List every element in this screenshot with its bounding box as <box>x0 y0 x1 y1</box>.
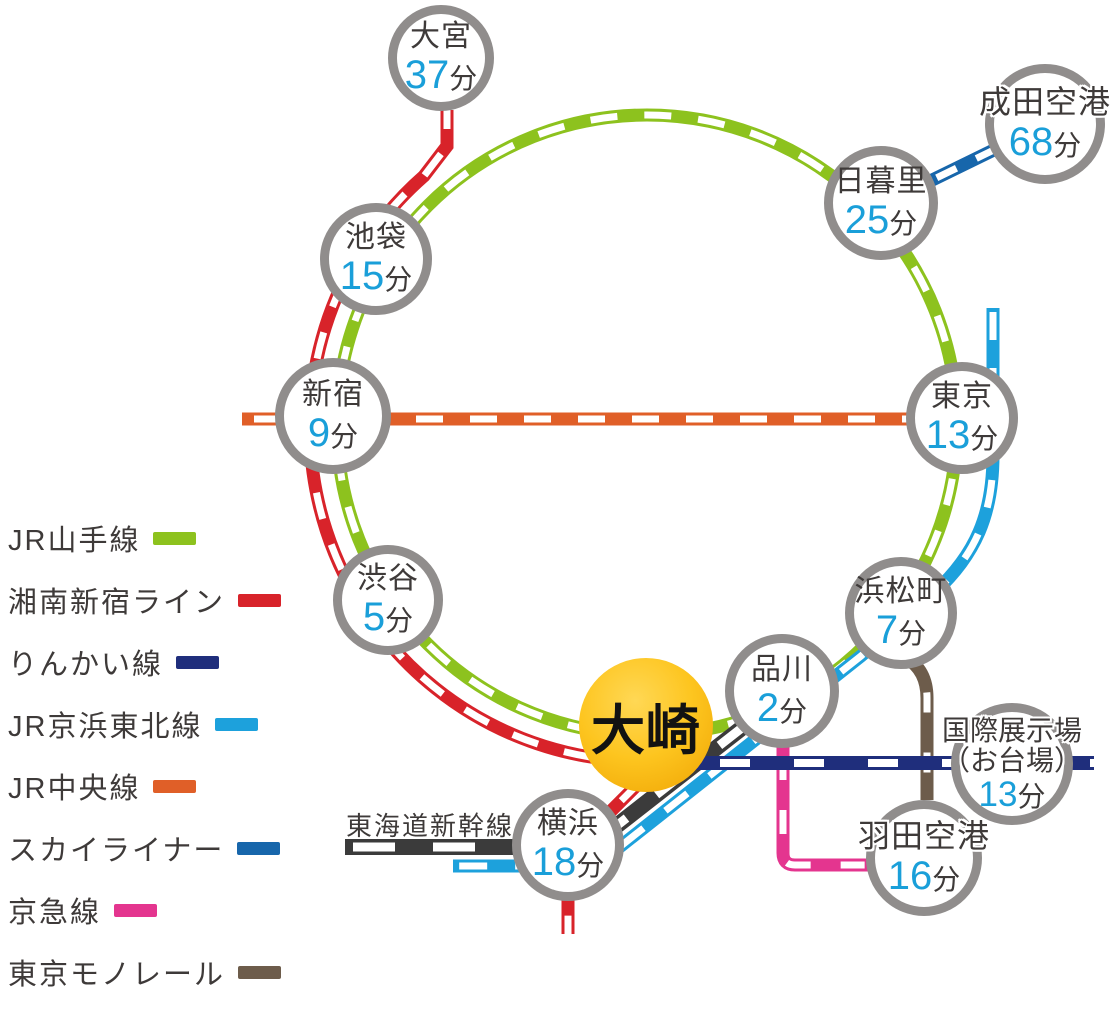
legend-label: スカイライナー <box>8 835 225 867</box>
tokyo-monorail-line <box>902 652 934 800</box>
legend-swatch-yamanote <box>153 531 197 545</box>
legend-label: 湘南新宿ライン <box>8 587 226 619</box>
station-name: 渋谷 <box>357 562 419 596</box>
legend-swatch-keihin-tohoku <box>215 717 259 731</box>
legend-swatch-monorail <box>238 965 282 979</box>
station-name: 新宿 <box>302 378 364 412</box>
legend-row-rinkai: りんかい線 <box>8 646 281 681</box>
legend-row-chuo: JR中央線 <box>8 770 281 805</box>
station-name-line2: （お台場） <box>942 744 1083 776</box>
legend-label: JR山手線 <box>8 525 141 557</box>
legend-row-monorail: 東京モノレール <box>8 956 282 991</box>
legend-label: 京急線 <box>8 897 102 929</box>
shinkansen-label: 東海道新幹線 <box>346 811 515 841</box>
station-name: 羽田空港 <box>858 818 991 855</box>
legend-label: 東京モノレール <box>8 959 226 991</box>
legend-row-keikyu: 京急線 <box>8 894 281 929</box>
station-name: 東京 <box>931 380 993 414</box>
legend: JR山手線 湘南新宿ライン りんかい線 JR京浜東北線 JR中央線 スカイライナ… <box>8 522 282 1018</box>
legend-row-yamanote: JR山手線 <box>8 522 281 557</box>
legend-swatch-shonan-shinjuku <box>238 593 282 607</box>
station-name: 池袋 <box>345 221 407 255</box>
legend-row-shonan-shinjuku: 湘南新宿ライン <box>8 584 282 619</box>
station-name: 日暮里 <box>834 165 928 199</box>
station-name: 横浜 <box>537 807 599 841</box>
station-name: 浜松町 <box>854 575 948 609</box>
station-name: 品川 <box>751 653 813 687</box>
keikyu-line <box>776 742 870 872</box>
legend-label: JR中央線 <box>8 773 141 805</box>
station-name: 国際展示場 <box>942 715 1083 747</box>
legend-swatch-chuo <box>153 779 197 793</box>
legend-swatch-rinkai <box>176 655 220 669</box>
legend-row-skyliner: スカイライナー <box>8 832 281 867</box>
station-name: 大宮 <box>410 20 472 54</box>
legend-label: りんかい線 <box>8 649 164 681</box>
legend-row-keihin-tohoku: JR京浜東北線 <box>8 708 281 743</box>
legend-label: JR京浜東北線 <box>8 711 203 743</box>
legend-swatch-skyliner <box>237 841 281 855</box>
station-osaki: 大崎 <box>579 658 713 792</box>
station-name: 成田空港 <box>979 84 1110 121</box>
legend-swatch-keikyu <box>114 903 158 917</box>
hub-station-name: 大崎 <box>591 700 701 761</box>
